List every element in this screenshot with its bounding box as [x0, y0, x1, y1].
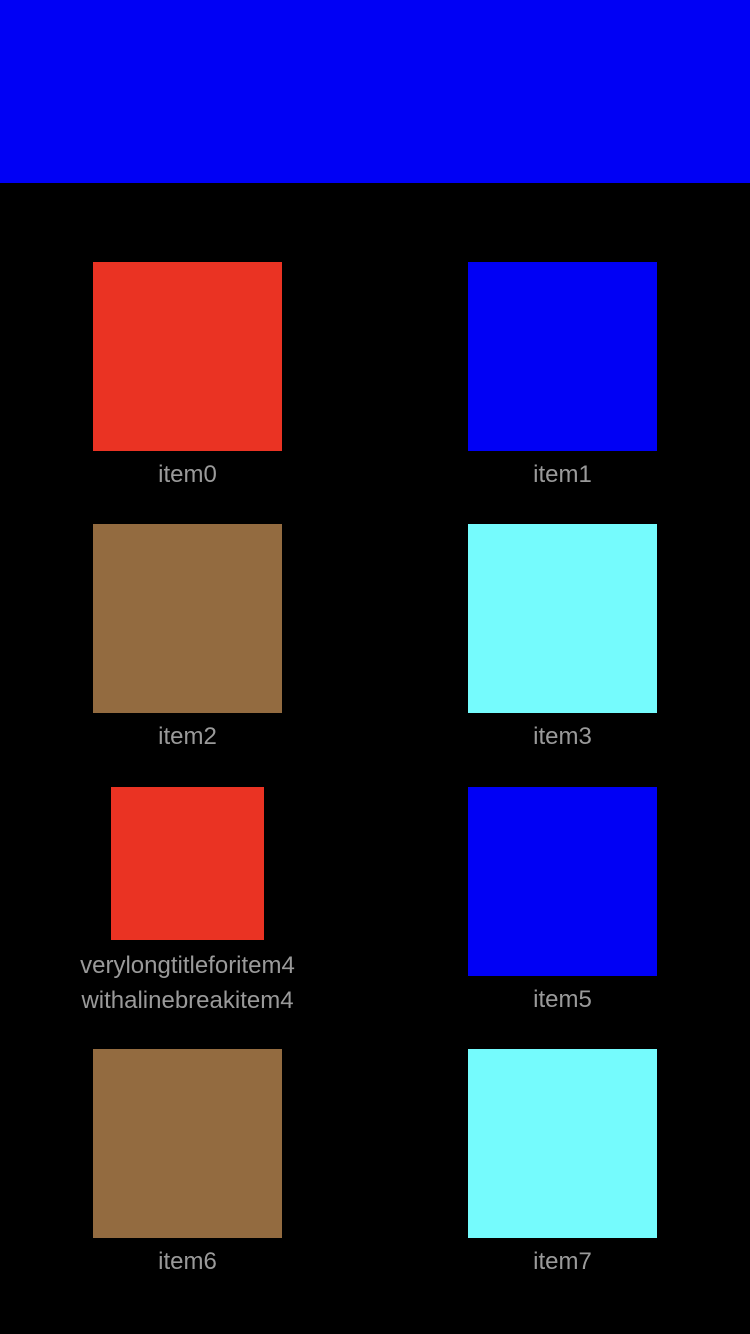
- item-label: item6: [158, 1248, 217, 1275]
- grid-item-0[interactable]: item0: [0, 262, 375, 492]
- grid-item-2[interactable]: item2: [0, 524, 375, 754]
- grid-item-6[interactable]: item6: [0, 1049, 375, 1279]
- grid-item-4[interactable]: verylongtitleforitem4 withalinebreakitem…: [0, 787, 375, 1018]
- item-label: item5: [533, 986, 592, 1013]
- item-swatch: [468, 262, 657, 451]
- item-swatch: [468, 524, 657, 713]
- item-label: verylongtitleforitem4 withalinebreakitem…: [80, 952, 295, 1014]
- item-swatch: [468, 1049, 657, 1238]
- item-swatch: [468, 787, 657, 976]
- item-swatch: [93, 262, 282, 451]
- item-label: item1: [533, 461, 592, 488]
- grid-item-1[interactable]: item1: [375, 262, 750, 492]
- item-label: item7: [533, 1248, 592, 1275]
- item-label: item2: [158, 723, 217, 750]
- item-label: item0: [158, 461, 217, 488]
- item-swatch: [93, 524, 282, 713]
- item-swatch: [111, 787, 264, 940]
- header-bar: [0, 0, 750, 183]
- grid-item-5[interactable]: item5: [375, 787, 750, 1017]
- grid-item-3[interactable]: item3: [375, 524, 750, 754]
- item-label: item3: [533, 723, 592, 750]
- item-swatch: [93, 1049, 282, 1238]
- grid-item-7[interactable]: item7: [375, 1049, 750, 1279]
